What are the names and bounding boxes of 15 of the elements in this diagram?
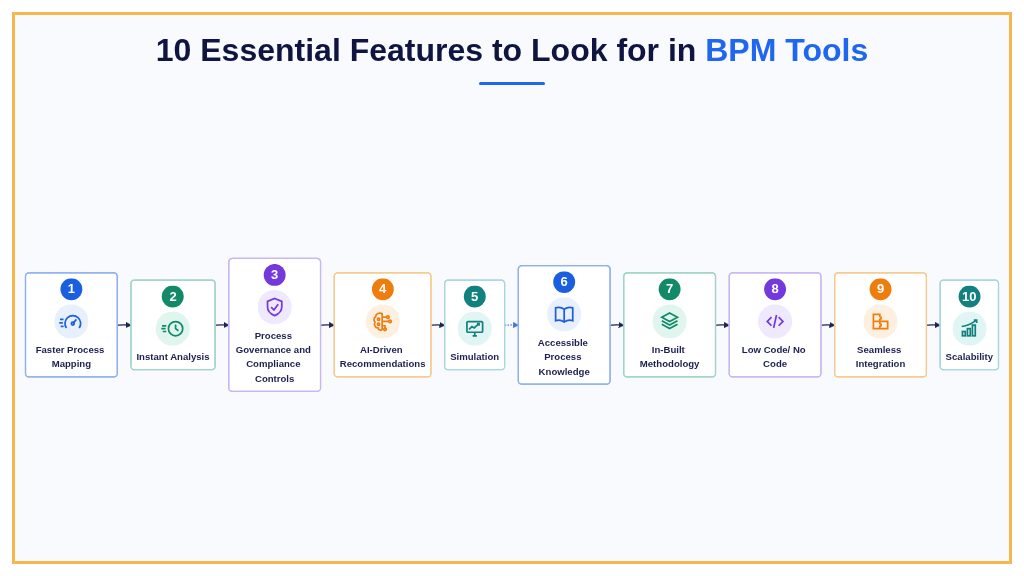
feature-label: Accessible Process Knowledge (537, 337, 591, 377)
arrow (504, 322, 519, 329)
title: 10 Essential Features to Look for in BPM Tools (154, 31, 870, 70)
feature-label: AI-Driven Recommendations (339, 344, 426, 370)
feature-label: Instant Analysis (136, 351, 210, 363)
feature-label: Scalability (945, 351, 993, 363)
feature-label: In-Built Methodology (639, 344, 700, 370)
arrow (715, 322, 730, 329)
feature-label: Process Governance and Compliance Controls (235, 329, 312, 384)
feature-label: Faster Process Mapping (35, 344, 106, 370)
feature-label: Low Code/ No Code (741, 344, 807, 370)
feature-label: Simulation (450, 351, 500, 363)
arrow (320, 322, 335, 329)
feature-label: Seamless Integration (855, 344, 906, 370)
arrow (926, 322, 941, 329)
